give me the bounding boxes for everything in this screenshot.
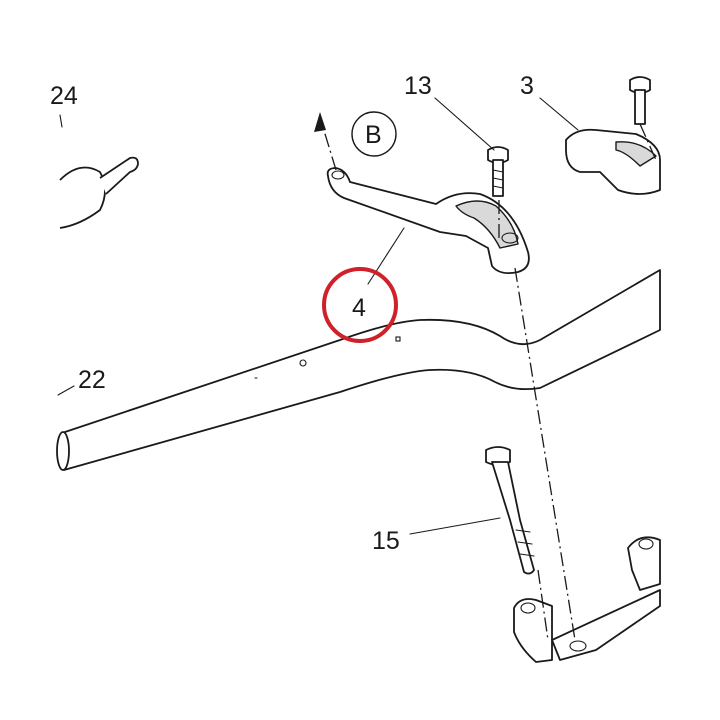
bottom-riser: [513, 536, 661, 663]
bolt-13: [487, 146, 509, 197]
top-clamp: [565, 76, 661, 195]
lever-bracket: [326, 167, 530, 275]
callout-3: 3: [520, 72, 534, 100]
direction-arrow-b: [314, 112, 326, 132]
handlebar-tube: [56, 269, 661, 471]
callout-15: 15: [372, 527, 400, 555]
callout-4: 4: [352, 294, 366, 322]
leader-lines: [57, 97, 579, 535]
bolt-15: [485, 446, 535, 575]
callout-b: B: [365, 121, 382, 149]
assembly-axis-lines: [321, 123, 657, 641]
callout-24: 24: [50, 82, 78, 110]
highlight-circle: [322, 267, 398, 343]
view-b-circle: [351, 111, 397, 157]
callout-13: 13: [404, 72, 432, 100]
grip-end-part: [59, 114, 139, 229]
callout-22: 22: [78, 366, 106, 394]
